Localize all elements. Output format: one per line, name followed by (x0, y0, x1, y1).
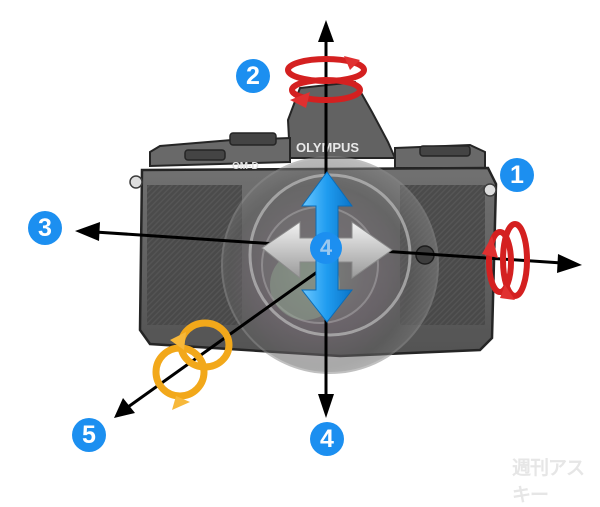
yaw-rotation-arrow-icon (285, 56, 367, 108)
axis-badge-4-center: 4 (310, 232, 342, 264)
brand-label: OLYMPUS (296, 140, 359, 155)
axis-badge-2: 2 (236, 59, 270, 93)
optical-axis-rotation-arrow-icon (152, 319, 233, 410)
roll-rotation-arrow-icon (482, 221, 530, 300)
axis-badge-1: 1 (500, 158, 534, 192)
diagram-canvas: OLYMPUS OM-D (28, 20, 585, 506)
axis-badge-4: 4 (310, 422, 344, 456)
model-label: OM-D (232, 161, 259, 172)
camera-illustration: OLYMPUS OM-D (75, 20, 582, 418)
axis-badge-5: 5 (72, 418, 106, 452)
camera-body (129, 80, 498, 374)
publisher-watermark: 週刊アスキー (512, 457, 585, 506)
axis-badge-3: 3 (28, 211, 62, 245)
